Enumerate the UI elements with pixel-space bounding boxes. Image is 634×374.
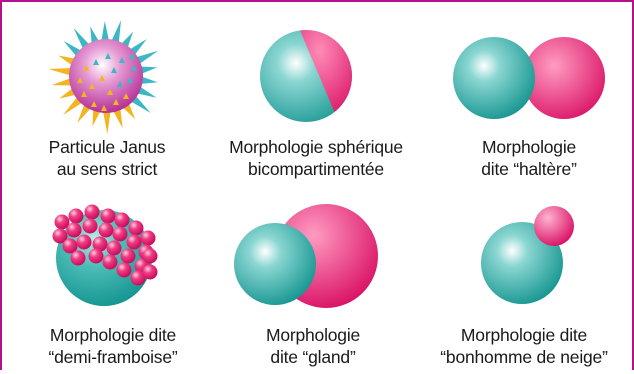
- raspberry-bead: [83, 219, 98, 234]
- caption-line-1: Morphologie: [434, 136, 624, 158]
- acorn-caption: Morphologie dite “gland”: [218, 324, 408, 368]
- spherical-bicompartmented-cell: Morphologie sphérique bicompartimentée: [202, 16, 430, 186]
- caption-line-2: bicompartimentée: [202, 158, 430, 180]
- caption-line-2: “bonhomme de neige”: [422, 346, 626, 368]
- caption-line-1: Morphologie dite: [18, 324, 208, 346]
- raspberry-bead: [143, 265, 158, 280]
- raspberry-bead: [71, 251, 86, 266]
- caption-line-1: Morphologie: [218, 324, 408, 346]
- janus-particle-illustration: [22, 16, 192, 126]
- caption-line-2: au sens strict: [22, 158, 192, 180]
- caption-line-2: dite “haltère”: [434, 158, 624, 180]
- raspberry-bead: [121, 249, 136, 264]
- raspberry-bead: [127, 235, 142, 250]
- caption-line-1: Particule Janus: [22, 136, 192, 158]
- janus-sphere: [69, 39, 143, 113]
- snowman-cell: Morphologie dite “bonhomme de neige”: [422, 198, 626, 370]
- janus-spike: [103, 111, 111, 134]
- spherical-bicompartmented-illustration: [202, 16, 430, 126]
- raspberry-bead: [129, 221, 144, 236]
- dumbbell-caption: Morphologie dite “haltère”: [434, 136, 624, 180]
- caption-line-1: Morphologie sphérique: [202, 136, 430, 158]
- teal-body: [234, 223, 316, 305]
- half-raspberry-illustration: [18, 198, 208, 313]
- raspberry-bead: [69, 209, 84, 224]
- raspberry-bead: [143, 249, 158, 264]
- raspberry-bead: [77, 235, 92, 250]
- teal-lobe: [453, 37, 535, 119]
- acorn-illustration: [218, 198, 408, 313]
- raspberry-bead: [89, 249, 104, 264]
- dumbbell-cell: Morphologie dite “haltère”: [434, 16, 624, 186]
- caption-line-1: Morphologie dite: [422, 324, 626, 346]
- snowman-illustration: [422, 198, 626, 313]
- caption-line-2: dite “gland”: [218, 346, 408, 368]
- magenta-head: [534, 206, 574, 246]
- half-raspberry-caption: Morphologie dite “demi-framboise”: [18, 324, 208, 368]
- spherical-caption: Morphologie sphérique bicompartimentée: [202, 136, 430, 180]
- snowman-caption: Morphologie dite “bonhomme de neige”: [422, 324, 626, 368]
- janus-spike: [48, 68, 72, 76]
- raspberry-bead: [115, 213, 130, 228]
- janus-caption: Particule Janus au sens strict: [22, 136, 192, 180]
- raspberry-bead: [107, 241, 122, 256]
- raspberry-bead: [117, 263, 132, 278]
- acorn-cell: Morphologie dite “gland”: [218, 198, 408, 370]
- raspberry-bead: [85, 205, 100, 220]
- magenta-lobe: [523, 37, 605, 119]
- raspberry-bead: [99, 223, 114, 238]
- raspberry-bead: [67, 223, 82, 238]
- dumbbell-illustration: [434, 16, 624, 126]
- raspberry-bead: [103, 255, 118, 270]
- raspberry-bead: [141, 231, 156, 246]
- raspberry-bead: [113, 227, 128, 242]
- raspberry-bead: [101, 209, 116, 224]
- half-raspberry-cell: Morphologie dite “demi-framboise”: [18, 198, 208, 370]
- janus-spike: [101, 21, 109, 41]
- janus-particle-cell: Particule Janus au sens strict: [22, 16, 192, 186]
- caption-line-2: “demi-framboise”: [18, 346, 208, 368]
